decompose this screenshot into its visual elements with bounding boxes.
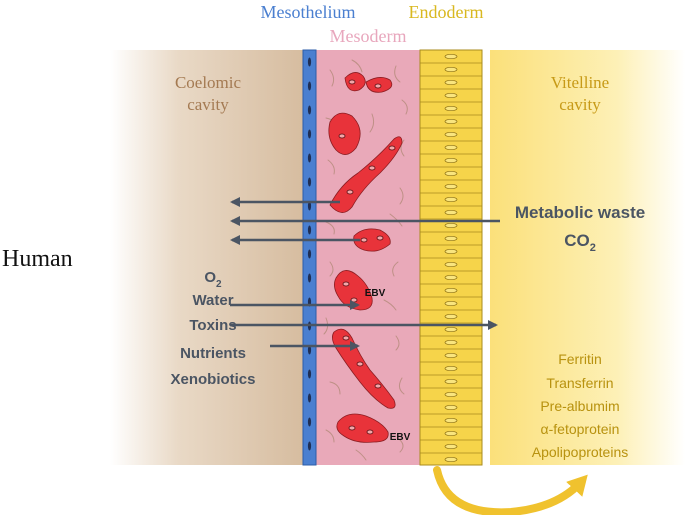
- secretion-curved-arrow: [433, 466, 588, 515]
- co2-label: CO2: [564, 231, 596, 254]
- vessel-8: [336, 413, 389, 443]
- protein-pre-albumin: Pre-albumim: [540, 398, 619, 414]
- endoderm-cells: [420, 49, 482, 463]
- mesothelial-nucleus: [307, 153, 312, 163]
- incoming-item-xenobiotics: Xenobiotics: [170, 371, 255, 388]
- endoderm-nucleus: [444, 300, 458, 307]
- endoderm-nucleus: [444, 339, 458, 346]
- protein-transferrin: Transferrin: [546, 375, 613, 391]
- mesothelial-nucleus: [307, 417, 312, 427]
- incoming-item-nutrients: Nutrients: [180, 345, 246, 362]
- mesothelial-nucleus: [307, 129, 312, 139]
- endoderm-nucleus: [444, 66, 458, 73]
- endoderm-nucleus: [444, 248, 458, 255]
- endoderm-nucleus: [444, 235, 458, 242]
- endoderm-nucleus: [444, 391, 458, 398]
- mesothelial-nucleus: [307, 57, 312, 67]
- metabolic-waste-label: Metabolic waste: [515, 203, 645, 222]
- vessel-6: [334, 270, 373, 311]
- endoderm-nucleus: [444, 144, 458, 151]
- endoderm-nucleus: [444, 313, 458, 320]
- transport-arrows: [230, 197, 500, 351]
- o2-label: O2: [204, 269, 222, 290]
- mesothelial-nucleus: [307, 345, 312, 355]
- vessel-7: [332, 328, 396, 409]
- protein-apolipoproteins: Apolipoproteins: [532, 444, 629, 460]
- co2-subscript: 2: [590, 242, 596, 254]
- endoderm-nucleus: [444, 287, 458, 294]
- mesothelium-label: Mesothelium: [261, 2, 356, 22]
- endoderm-nucleus: [444, 157, 458, 164]
- vitelline-cavity-label-line1: Vitelline: [551, 73, 609, 92]
- endoderm-nucleus: [444, 196, 458, 203]
- endoderm-nucleus: [444, 404, 458, 411]
- ebv-label-1: EBV: [365, 288, 386, 299]
- mesothelial-nucleus: [307, 201, 312, 211]
- endoderm-nucleus: [444, 443, 458, 450]
- endoderm-nucleus: [444, 79, 458, 86]
- mesothelial-nucleus: [307, 225, 312, 235]
- endoderm-nucleus: [444, 352, 458, 359]
- human-label: Human: [2, 246, 73, 272]
- endoderm-nucleus: [444, 131, 458, 138]
- vessel-5: [353, 228, 391, 252]
- vitelline-cavity-label-line2: cavity: [559, 95, 601, 114]
- endoderm-nucleus: [444, 274, 458, 281]
- coelomic-cavity-region: [110, 50, 305, 465]
- endoderm-nucleus: [444, 92, 458, 99]
- mesothelial-nucleus: [307, 105, 312, 115]
- protein-ferritin: Ferritin: [558, 351, 602, 367]
- incoming-item-toxins: Toxins: [189, 317, 236, 334]
- coelomic-cavity-label-line1: Coelomic: [175, 73, 242, 92]
- mesothelial-nucleus: [307, 177, 312, 187]
- incoming-item-water: Water: [192, 292, 233, 309]
- endoderm-nucleus: [444, 105, 458, 112]
- endoderm-nucleus: [444, 417, 458, 424]
- mesothelial-nucleus: [307, 273, 312, 283]
- endoderm-nucleus: [444, 378, 458, 385]
- coelomic-cavity-label-line2: cavity: [187, 95, 229, 114]
- endoderm-label: Endoderm: [409, 2, 484, 22]
- endoderm-nucleus: [444, 183, 458, 190]
- endoderm-nucleus: [444, 170, 458, 177]
- mesothelial-nucleus: [307, 393, 312, 403]
- endoderm-layer: [419, 49, 483, 466]
- endoderm-nucleus: [444, 365, 458, 372]
- ebv-label-2: EBV: [390, 432, 411, 443]
- endoderm-nucleus: [444, 261, 458, 268]
- mesothelial-nucleus: [307, 249, 312, 259]
- mesoderm-label: Mesoderm: [330, 26, 407, 46]
- endoderm-nucleus: [444, 456, 458, 463]
- vitelline-cavity-region: [490, 50, 685, 465]
- mesothelial-nucleus: [307, 441, 312, 451]
- endoderm-nucleus: [444, 118, 458, 125]
- protein-alpha-fetoprotein: α-fetoprotein: [541, 421, 620, 437]
- mesothelial-nucleus: [307, 81, 312, 91]
- vessel-3: [328, 112, 361, 155]
- endoderm-nucleus: [444, 326, 458, 333]
- co2-base: CO: [564, 231, 590, 250]
- endoderm-nucleus: [444, 222, 458, 229]
- mesothelium-nuclei: [307, 57, 312, 451]
- mesothelial-nucleus: [307, 369, 312, 379]
- endoderm-nucleus: [444, 209, 458, 216]
- endoderm-nucleus: [444, 430, 458, 437]
- endoderm-nucleus: [444, 53, 458, 60]
- o2-subscript: 2: [216, 279, 222, 290]
- mesoderm-layer: [316, 50, 420, 465]
- o2-base: O: [204, 269, 216, 286]
